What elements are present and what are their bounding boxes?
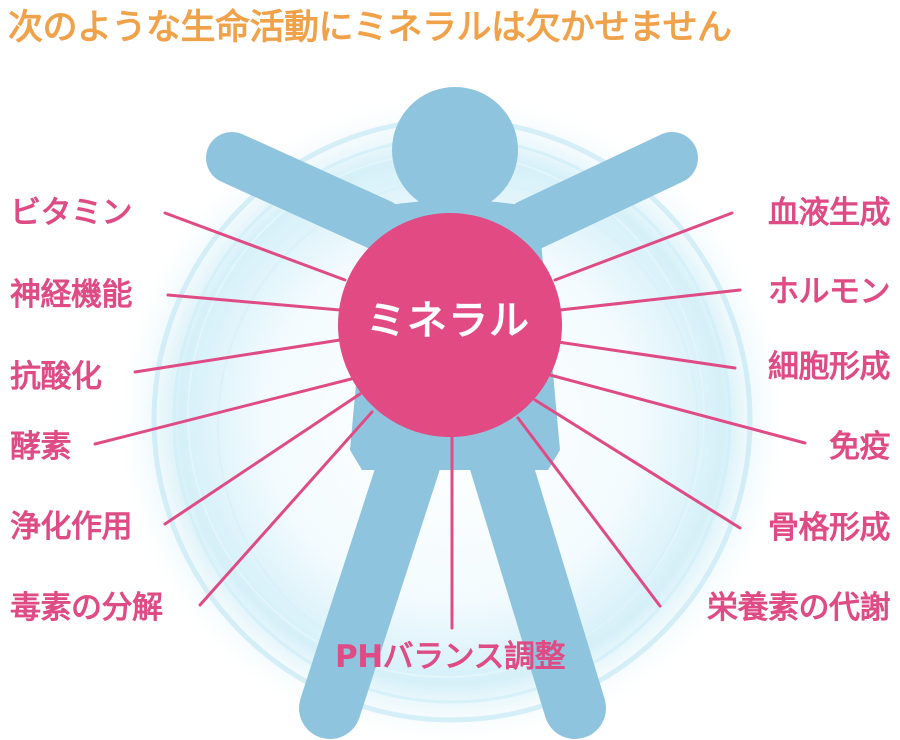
figure-right-leg: [467, 424, 606, 739]
right-label-skeleton-formation: 骨格形成: [768, 510, 891, 546]
left-label-antioxidant: 抗酸化: [10, 359, 102, 395]
page-title: 次のような生命活動にミネラルは欠かせません: [8, 8, 732, 48]
right-label-hormone: ホルモン: [768, 274, 891, 310]
bottom-label-ph-balance: PHバランス調整: [334, 639, 566, 675]
connector-lines: [93, 211, 807, 630]
figure-left-arm: [206, 132, 406, 251]
connector-purification: [163, 392, 362, 526]
left-label-purification: 浄化作用: [10, 509, 133, 545]
left-label-enzyme: 酵素: [10, 429, 72, 465]
connector-antioxidant: [133, 338, 342, 374]
hub-label: ミネラル: [366, 298, 530, 344]
figure-left-leg: [299, 424, 443, 739]
connector-nerve-function: [166, 293, 342, 312]
left-label-vitamin: ビタミン: [10, 195, 133, 231]
hub-circle: [338, 213, 562, 437]
right-label-blood-production: 血液生成: [768, 195, 891, 231]
figure-head: [392, 87, 518, 213]
connector-hormone: [558, 288, 742, 312]
connector-detox: [198, 410, 374, 607]
left-label-detox: 毒素の分解: [10, 590, 163, 626]
connector-immunity: [548, 373, 807, 445]
figure-right-arm: [504, 132, 698, 251]
connector-enzyme: [93, 376, 357, 446]
right-label-cell-formation: 細胞形成: [768, 349, 891, 385]
connector-nutrient-metabolism: [516, 416, 662, 608]
connector-cell-formation: [556, 340, 737, 370]
right-label-nutrient-metabolism: 栄養素の代謝: [707, 590, 891, 626]
connector-blood-production: [553, 211, 734, 282]
connector-vitamin: [163, 211, 347, 282]
connector-skeleton-formation: [533, 398, 742, 530]
left-label-nerve-function: 神経機能: [10, 277, 133, 313]
right-label-immunity: 免疫: [829, 429, 891, 465]
